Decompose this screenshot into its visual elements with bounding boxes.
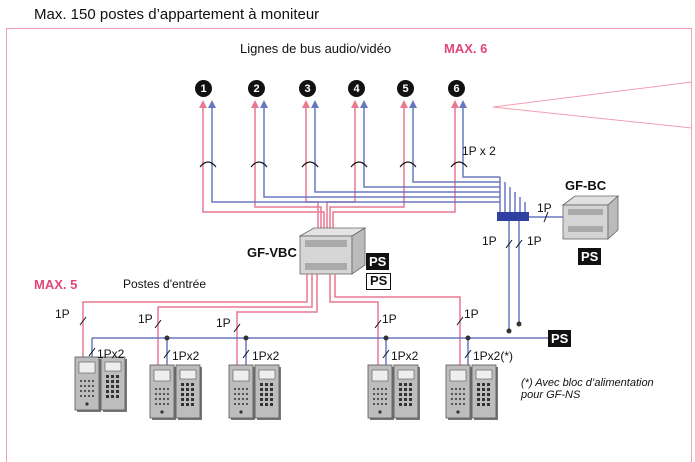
line-number-4: 4 [348, 80, 365, 97]
pair-label-st1: 1Px2 [97, 347, 125, 361]
entry-station [149, 364, 202, 420]
wire-label-dist-left: 1P [482, 234, 497, 248]
diagram-frame [6, 28, 692, 462]
pair-label-top: 1P x 2 [462, 144, 496, 158]
gf-vbc-device [298, 227, 367, 275]
bus-line-wires [202, 107, 526, 236]
entry-stations [74, 356, 498, 420]
gf-bc-device [561, 195, 620, 240]
gf-vbc-label: GF-VBC [247, 245, 297, 260]
ps-badge-common: PS [548, 330, 572, 347]
max-entry-label: MAX. 5 [34, 277, 78, 292]
entry-station [74, 356, 127, 412]
entry-station [445, 364, 498, 420]
line-number-2: 2 [248, 80, 265, 97]
twist-markers [199, 161, 468, 168]
bus-arrows [199, 100, 467, 108]
wire-label-st1: 1P [55, 307, 70, 321]
wire-label-st5: 1P [464, 307, 479, 321]
max-lines-label: MAX. 6 [444, 41, 488, 56]
pair-label-st4: 1Px2 [391, 349, 419, 363]
footnote: (*) Avec bloc d’alimentation pour GF-NS [521, 377, 654, 401]
line-number-1: 1 [195, 80, 212, 97]
ps-badge-bc: PS [578, 248, 602, 265]
entry-station [228, 364, 281, 420]
wire-label-st3: 1P [216, 316, 231, 330]
pair-label-st2: 1Px2 [172, 349, 200, 363]
wire-label-st4: 1P [382, 312, 397, 326]
bus-lines-label: Lignes de bus audio/vidéo [240, 41, 392, 56]
ps-badge-vbc-filled: PS [366, 253, 390, 270]
line-number-5: 5 [397, 80, 414, 97]
callout-lines [492, 81, 693, 129]
gf-bc-label: GF-BC [565, 178, 607, 193]
slash-markers [79, 239, 523, 359]
bc-wires [508, 211, 563, 331]
distributor-bar [497, 212, 529, 221]
wire-label-st2: 1P [138, 312, 153, 326]
pair-label-st5: 1Px2(*) [473, 349, 514, 363]
diagram-title: Max. 150 postes d’appartement à moniteur [34, 6, 320, 23]
ps-badge-vbc-outline: PS [366, 273, 392, 290]
junction-dots [164, 321, 522, 341]
wire-label-bc: 1P [537, 201, 552, 215]
line-number-3: 3 [299, 80, 316, 97]
entry-label: Postes d'entrée [123, 277, 207, 291]
pair-label-st3: 1Px2 [252, 349, 280, 363]
wire-label-dist-right: 1P [527, 234, 542, 248]
entry-station [367, 364, 420, 420]
line-number-6: 6 [448, 80, 465, 97]
